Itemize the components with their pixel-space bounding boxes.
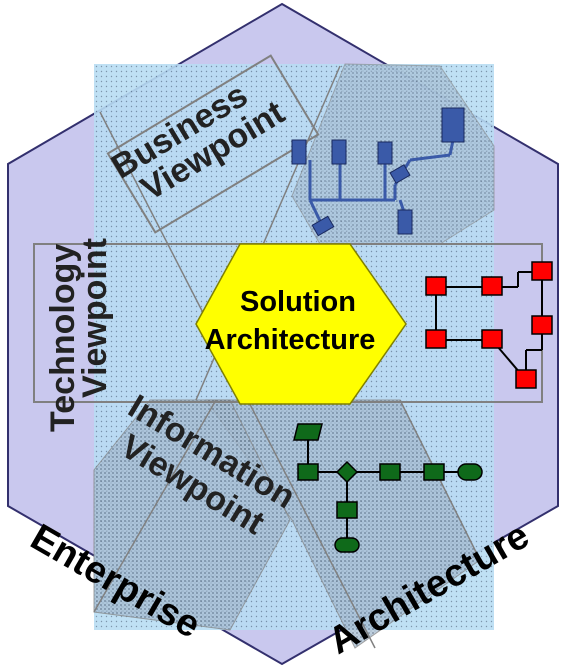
- server-icon: [441, 107, 465, 143]
- process-box: [379, 463, 401, 481]
- flow-box: [481, 276, 503, 296]
- computer-icon: [291, 139, 307, 165]
- flow-box: [515, 369, 537, 389]
- flow-box: [425, 329, 447, 349]
- flow-box: [531, 315, 553, 335]
- printer-icon: [311, 215, 335, 237]
- solution-architecture-hexagon: [195, 243, 407, 405]
- printer-icon: [389, 164, 411, 184]
- process-terminator: [334, 537, 360, 553]
- business-viewpoint-frame: [106, 54, 320, 234]
- band-lower-left: [93, 399, 291, 631]
- center-title-line1: Solution: [240, 286, 356, 318]
- technology-viewpoint-label: Technology Viewpoint: [44, 238, 114, 432]
- red-flow-diagram: [425, 261, 553, 389]
- green-process-flow: [293, 423, 483, 553]
- computer-icon: [331, 139, 347, 165]
- process-terminator: [457, 463, 483, 481]
- technology-viewpoint-line1: Technology: [44, 244, 82, 432]
- center-title-line2: Architecture: [205, 324, 376, 356]
- technology-viewpoint-line2: Viewpoint: [76, 238, 114, 398]
- process-box: [336, 501, 358, 519]
- star-line-4: [93, 399, 217, 613]
- process-box: [297, 463, 319, 481]
- flow-box: [481, 329, 503, 349]
- network-topology: [291, 107, 465, 237]
- computer-icon: [377, 141, 393, 165]
- process-data-shape: [293, 423, 323, 441]
- flow-box: [425, 276, 447, 296]
- flow-box: [531, 261, 553, 281]
- process-box: [423, 463, 445, 481]
- computer-icon: [397, 209, 413, 235]
- process-decision: [335, 460, 359, 484]
